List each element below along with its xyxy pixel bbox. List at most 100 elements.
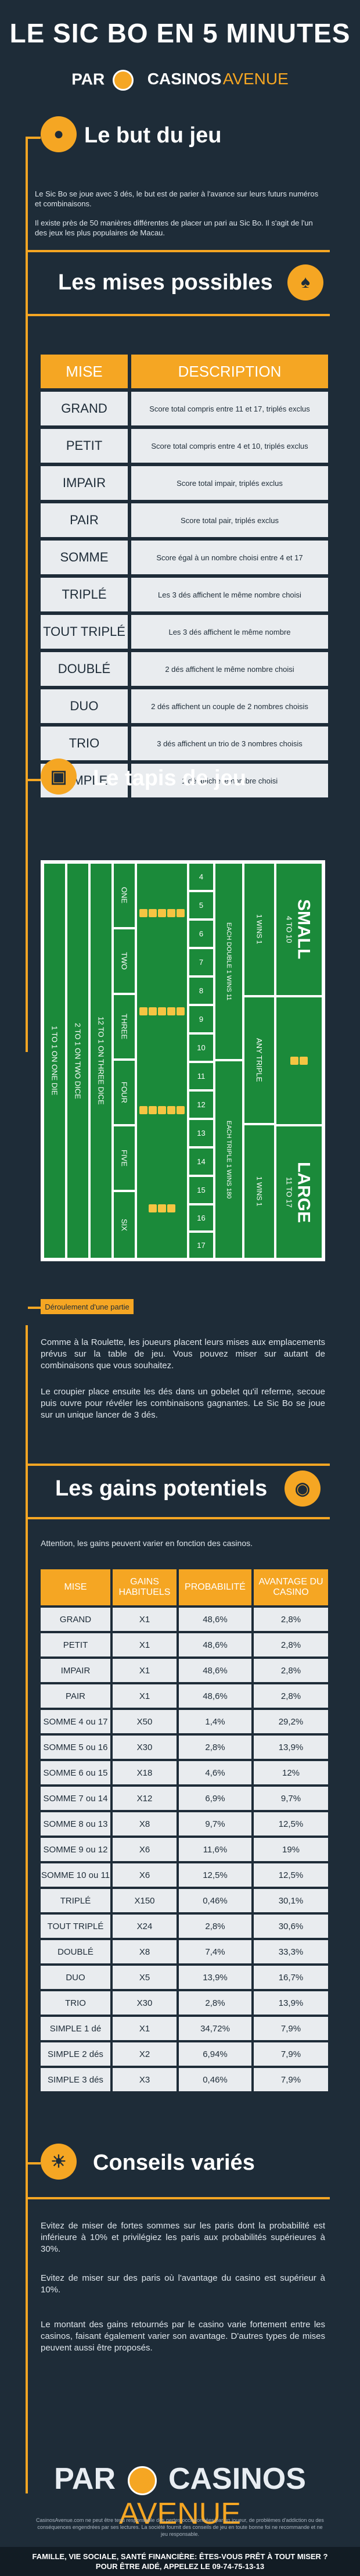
board-sum-cell[interactable]: 14: [188, 1147, 214, 1176]
board-large-range: 11 TO 17: [285, 1176, 294, 1208]
cell-avantage: 12,5%: [254, 1812, 328, 1836]
die-icon: [177, 908, 185, 917]
cell-probabilite: 7,4%: [179, 1940, 251, 1963]
die-icon: [139, 908, 147, 917]
board-sum-label: 15: [197, 1186, 206, 1194]
deroulement-button[interactable]: Déroulement d'une partie: [41, 1299, 134, 1314]
board-sum-cell[interactable]: 13: [188, 1119, 214, 1147]
footer-brand[interactable]: PAR CASINOS AVENUE: [0, 2461, 360, 2531]
cell-gains: X24: [113, 1915, 177, 1938]
board-sum-cell[interactable]: 9: [188, 1005, 214, 1033]
description-cell: Score égal à un nombre choisi entre 4 et…: [131, 541, 328, 574]
section-title-conseils: Conseils variés: [93, 2151, 255, 2175]
table-header-gains: GAINS HABITUELS: [113, 1569, 177, 1605]
cell-gains: X12: [113, 1787, 177, 1810]
table-header-mise: MISE: [41, 355, 128, 388]
board-wins-top[interactable]: 1 WINS 1: [243, 863, 275, 996]
board-sum-cell[interactable]: 11: [188, 1062, 214, 1090]
cell-avantage: 30,1%: [254, 1889, 328, 1912]
chips-icon: ◉: [285, 1471, 321, 1507]
board-six[interactable]: SIX: [113, 1191, 136, 1259]
cell-avantage: 12%: [254, 1761, 328, 1784]
board-one[interactable]: ONE: [113, 863, 136, 928]
board-large[interactable]: LARGE 11 TO 17: [275, 1125, 323, 1259]
board-sum-cell[interactable]: 8: [188, 976, 214, 1005]
cell-probabilite: 13,9%: [179, 1966, 251, 1989]
board-each-triple[interactable]: EACH TRIPLE 1 WINS 180: [214, 1060, 243, 1259]
board-twelve-to-one[interactable]: 12 TO 1 ON THREE DICE: [89, 863, 113, 1259]
board-each-double-label: EACH DOUBLE 1 WINS 11: [225, 922, 232, 1001]
cell-mise: TRIO: [41, 1991, 110, 2015]
board-large-label: LARGE: [294, 1161, 314, 1223]
description-cell: Score total compris entre 4 et 10, tripl…: [131, 429, 328, 463]
mise-cell: GRAND: [41, 392, 128, 425]
cell-mise: TOUT TRIPLÉ: [41, 1915, 110, 1938]
mise-cell: TOUT TRIPLÉ: [41, 615, 128, 649]
board-five[interactable]: FIVE: [113, 1125, 136, 1191]
cell-probabilite: 2,8%: [179, 1915, 251, 1938]
mise-cell: TRIO: [41, 727, 128, 760]
cell-mise: PETIT: [41, 1633, 110, 1656]
board-sum-cell[interactable]: 4: [188, 863, 214, 891]
board-sum-cell[interactable]: 5: [188, 891, 214, 920]
cell-mise: SIMPLE 1 dé: [41, 2017, 110, 2040]
cell-probabilite: 48,6%: [179, 1633, 251, 1656]
footer-brand-avenue: AVENUE: [119, 2497, 241, 2531]
cell-probabilite: 12,5%: [179, 1863, 251, 1887]
board-one-to-one[interactable]: 1 TO 1 ON ONE DIE: [43, 863, 66, 1259]
help-bar-line-2: POUR ÊTRE AIDÉ, APPELEZ LE 09-74-75-13-1…: [95, 2562, 265, 2571]
cell-probabilite: 1,4%: [179, 1710, 251, 1733]
brand-casinos: CASINOS: [147, 70, 222, 88]
board-sum-cell[interactable]: 16: [188, 1204, 214, 1232]
brand-logo[interactable]: CASINOS AVENUE: [147, 70, 289, 88]
board-small[interactable]: SMALL 4 TO 10: [275, 863, 323, 996]
description-cell: Les 3 dés affichent le même nombre: [131, 615, 328, 649]
board-sum-cell[interactable]: 15: [188, 1176, 214, 1204]
section-divider-4: [28, 1464, 330, 1466]
cell-gains: X150: [113, 1889, 177, 1912]
description-cell: 1 dé affiche le nombre choisi: [131, 764, 328, 797]
board-wins-bottom[interactable]: 1 WINS 1: [243, 1124, 275, 1259]
board-two[interactable]: TWO: [113, 928, 136, 994]
cell-gains: X30: [113, 1736, 177, 1759]
board-sum-cell[interactable]: 6: [188, 920, 214, 948]
die-icon: [158, 908, 166, 917]
description-cell: Les 3 dés affichent le même nombre chois…: [131, 578, 328, 611]
board-each-double[interactable]: EACH DOUBLE 1 WINS 11: [214, 863, 243, 1060]
board-sum-cell[interactable]: 7: [188, 948, 214, 976]
board-two-to-one[interactable]: 2 TO 1 ON TWO DICE: [66, 863, 89, 1259]
cell-gains: X8: [113, 1940, 177, 1963]
description-cell: Score total pair, triplés exclus: [131, 503, 328, 537]
cell-avantage: 2,8%: [254, 1659, 328, 1682]
board-sum-cell[interactable]: 17: [188, 1232, 214, 1259]
cards-icon: ♠: [287, 264, 323, 300]
board-sum-cell[interactable]: 12: [188, 1090, 214, 1119]
conseil-paragraph-2: Evitez de miser sur des paris où l'avant…: [41, 2273, 325, 2295]
tapis-paragraph-1: Comme à la Roulette, les joueurs placent…: [41, 1337, 325, 1371]
board-any-triple[interactable]: ANY TRIPLE: [243, 996, 275, 1124]
board-four[interactable]: FOUR: [113, 1060, 136, 1125]
brand-line: PAR CASINOS AVENUE: [0, 70, 360, 91]
sicbo-board: 1 TO 1 ON ONE DIE 2 TO 1 ON TWO DICE 12 …: [41, 860, 325, 1261]
board-three[interactable]: THREE: [113, 994, 136, 1060]
cell-avantage: 13,9%: [254, 1736, 328, 1759]
section-divider-4b: [28, 1517, 330, 1519]
conseil-paragraph-1: Evitez de miser de fortes sommes sur les…: [41, 2221, 325, 2254]
table-header-row: MISE GAINS HABITUELS PROBABILITÉ AVANTAG…: [41, 1569, 328, 1605]
board-any-triple-label: ANY TRIPLE: [255, 1038, 264, 1082]
board-sum-label: 13: [197, 1129, 206, 1137]
board-sum-cell[interactable]: 10: [188, 1033, 214, 1062]
tapis-paragraph-2: Le croupier place ensuite les dés dans u…: [41, 1387, 325, 1420]
board-dice-combos[interactable]: [136, 863, 188, 1259]
